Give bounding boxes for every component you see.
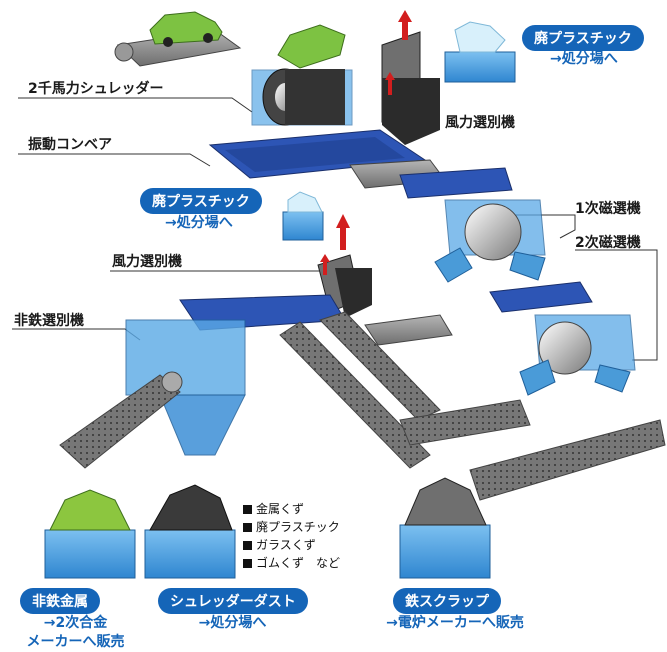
shredder-machine [251, 68, 353, 126]
callout-plastic-top-sub: →処分場へ [550, 51, 618, 67]
label-magnet-2: 2次磁選機 [575, 235, 641, 251]
legend-item: ガラスくず [243, 536, 340, 554]
legend-item: 金属くず [243, 500, 340, 518]
iron-scrap-conveyor [469, 419, 666, 501]
conveyor-to-wind-sorter [364, 314, 453, 346]
output-shredder-dust-sub: →処分場へ [198, 615, 267, 631]
callout-plastic-mid-sub: →処分場へ [165, 215, 233, 231]
output-iron-scrap-title: 鉄スクラップ [393, 588, 501, 614]
output-nonferrous-title: 非鉄金属 [20, 588, 100, 614]
iron-scrap-output-box [399, 477, 491, 579]
dust-legend: 金属くず 廃プラスチック ガラスくず ゴムくず など [243, 500, 340, 572]
label-wind-sorter-top: 風力選別機 [445, 115, 515, 131]
wind-sorter-top [381, 10, 440, 145]
square-icon [243, 523, 252, 532]
label-magnet-1: 1次磁選機 [575, 201, 641, 217]
vibrating-conveyor [208, 129, 427, 179]
callout-plastic-top-title: 廃プラスチック [522, 25, 644, 51]
transfer-conveyor-1 [349, 159, 513, 199]
label-nonferrous-sorter: 非鉄選別機 [14, 313, 84, 329]
shredder-dust-output-box [144, 484, 236, 579]
inclined-conveyor-long [279, 321, 431, 469]
plastic-output-box-top [444, 21, 516, 83]
output-iron-scrap-sub: →電炉メーカーへ販売 [386, 615, 524, 631]
car-crushed-icon [277, 24, 346, 69]
label-vibrating-conveyor: 振動コンベア [28, 137, 112, 153]
label-wind-sorter-mid: 風力選別機 [112, 254, 182, 270]
callout-plastic-mid-title: 廃プラスチック [140, 188, 262, 214]
output-nonferrous-sub: →2次合金 メーカーへ販売 [26, 615, 125, 650]
nonferrous-sorter-machine [125, 319, 246, 456]
legend-item: ゴムくず など [243, 554, 340, 572]
square-icon [243, 559, 252, 568]
label-shredder: 2千馬力シュレッダー [28, 81, 164, 97]
nonferrous-conveyor [59, 371, 183, 469]
output-shredder-dust-title: シュレッダーダスト [158, 588, 308, 614]
nonferrous-output-box [44, 489, 136, 579]
square-icon [243, 541, 252, 550]
plastic-output-box-mid [282, 191, 324, 241]
square-icon [243, 505, 252, 514]
legend-item: 廃プラスチック [243, 518, 340, 536]
magnetic-separator-2 [519, 314, 636, 396]
inclined-conveyor-short [319, 311, 531, 446]
transfer-conveyor-2 [489, 281, 593, 313]
car-green-icon [149, 11, 223, 47]
magnetic-separator-1 [434, 199, 546, 283]
